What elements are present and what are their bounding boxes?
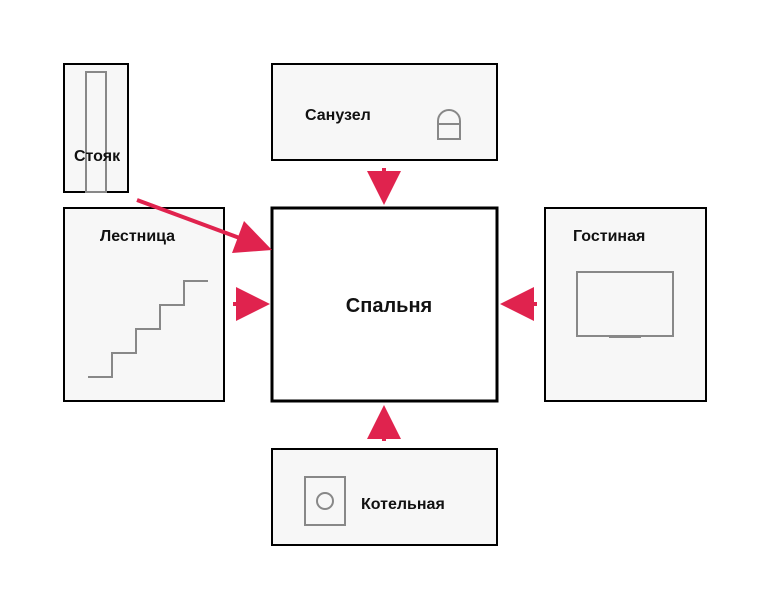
room-bathroom: Санузел xyxy=(271,63,498,161)
riser-label: Стояк xyxy=(74,148,121,165)
stairs-box xyxy=(63,207,225,402)
bathroom-label: Санузел xyxy=(305,107,371,124)
room-riser: Стояк xyxy=(63,63,129,193)
toilet-icon xyxy=(437,109,461,140)
arrow-bathroom-to-bedroom xyxy=(367,168,401,205)
stairs-label: Лестница xyxy=(100,228,175,245)
pipe-icon xyxy=(85,71,107,193)
boiler-label: Котельная xyxy=(361,496,445,513)
living-box xyxy=(544,207,707,402)
boiler-box xyxy=(271,448,498,546)
arrow-riser-to-bedroom xyxy=(136,198,272,253)
bedroom-box xyxy=(270,206,499,403)
boiler-icon xyxy=(304,476,346,526)
arrow-boiler-to-bedroom xyxy=(367,405,401,441)
living-label: Гостиная xyxy=(573,228,645,245)
staircase-icon xyxy=(88,280,208,378)
riser-box xyxy=(63,63,129,193)
room-bedroom: Спальня xyxy=(270,206,499,403)
room-stairs: Лестница xyxy=(63,207,225,402)
arrow-living-to-bedroom xyxy=(500,287,537,321)
room-boiler: Котельная xyxy=(271,448,498,546)
bathroom-box xyxy=(271,63,498,161)
arrows xyxy=(136,168,537,441)
room-living: Гостиная xyxy=(544,207,707,402)
boiler-dial-icon xyxy=(316,492,334,510)
arrow-stairs-to-bedroom xyxy=(233,287,270,321)
bedroom-label: Спальня xyxy=(346,295,432,317)
